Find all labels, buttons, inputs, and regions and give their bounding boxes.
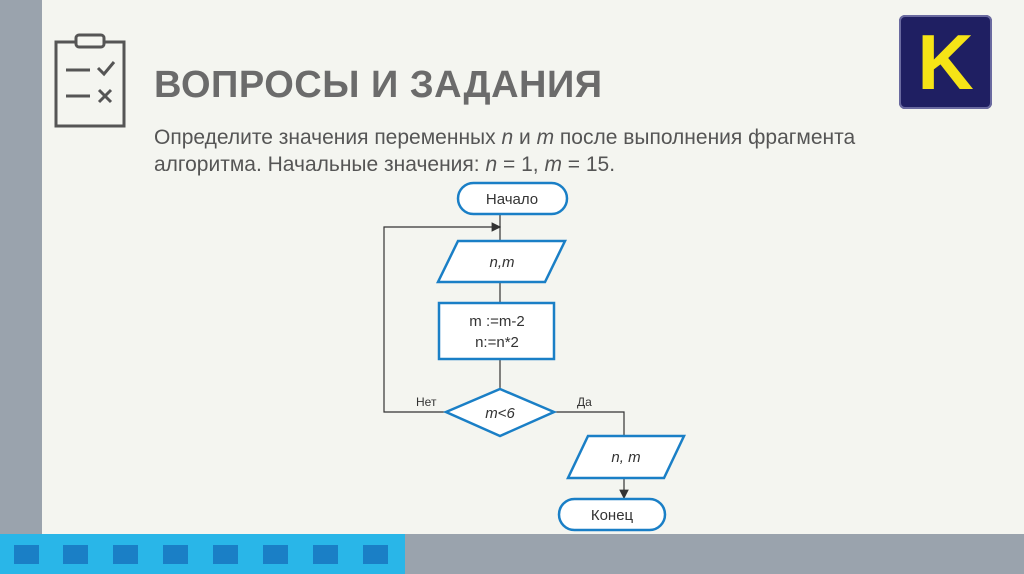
task-text-part: и <box>513 126 537 149</box>
decor-square <box>213 545 238 564</box>
bottom-accent-bar <box>0 534 405 574</box>
flow-end-label: Конец <box>591 507 634 524</box>
flow-condition-diamond <box>442 387 558 438</box>
task-text-part: после выполнения фрагмента <box>554 126 856 149</box>
task-text-part: алгоритма. Начальные значения: <box>154 153 486 176</box>
k-logo-letter: K <box>917 18 974 106</box>
task-var-m: m <box>544 153 562 176</box>
decor-square <box>63 545 88 564</box>
task-text-part: = 15. <box>561 153 616 176</box>
task-text-part: Определите значения переменных <box>154 126 502 149</box>
decor-square <box>163 545 188 564</box>
decor-square <box>313 545 338 564</box>
flow-start-terminal <box>456 181 569 216</box>
flow-process-block <box>437 301 556 361</box>
decor-square <box>263 545 288 564</box>
flow-yes-label: Да <box>577 395 592 409</box>
task-var-n: n <box>485 153 498 176</box>
flow-process-line1: m :=m-2 <box>469 313 524 330</box>
flow-input-label: n,m <box>489 254 514 271</box>
connector-loop-back <box>383 222 502 413</box>
k-logo: K <box>899 15 992 109</box>
flow-start-label: Начало <box>486 191 538 208</box>
flow-process-line2: n:=n*2 <box>475 334 519 351</box>
connector-yes-output <box>554 411 625 436</box>
flow-output-block <box>566 434 686 480</box>
page-title: ВОПРОСЫ И ЗАДАНИЯ <box>154 64 603 106</box>
flow-end-terminal <box>557 497 667 532</box>
task-text-part: = 1, <box>497 153 545 176</box>
clipboard-checklist-icon <box>54 33 126 128</box>
flow-condition-label: m<6 <box>485 405 515 422</box>
task-var-n: n <box>501 126 514 149</box>
left-margin-strip <box>0 0 42 534</box>
decor-square <box>113 545 138 564</box>
decor-square <box>14 545 39 564</box>
decor-square <box>363 545 388 564</box>
flow-output-label: n, m <box>611 449 640 466</box>
flow-no-label: Нет <box>416 395 437 409</box>
task-text: Определите значения переменных n и m пос… <box>154 124 1024 178</box>
flow-input-block <box>435 239 568 284</box>
task-var-m: m <box>536 126 555 149</box>
